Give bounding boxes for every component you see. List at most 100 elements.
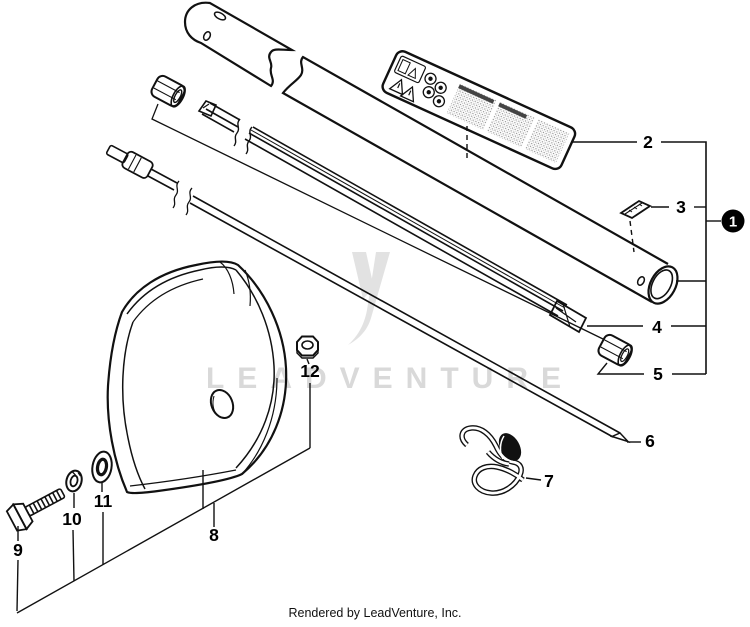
liner-end-spline-marks <box>555 303 577 328</box>
manual-book-icon <box>397 58 411 75</box>
liner-break-squiggle-1 <box>233 118 241 147</box>
lock-washer-split <box>71 471 82 477</box>
callout-7[interactable]: 7 <box>544 471 554 491</box>
exclamation-mark-2 <box>408 90 412 96</box>
prohibition-icon-4 <box>432 95 446 108</box>
small-warning-triangle-icon <box>407 67 416 80</box>
callout-1[interactable]: 1 <box>729 214 737 231</box>
coupler-nut-lower <box>597 333 633 367</box>
fine-print-column-3 <box>524 119 570 164</box>
liner-band-lower <box>244 126 568 317</box>
tube-upper-segment <box>183 1 297 88</box>
flame-right-stroke <box>348 252 390 345</box>
bolt-shank <box>24 488 66 517</box>
hook-wire-front-highlight <box>486 451 510 466</box>
upper-coupler-bore <box>173 89 183 104</box>
shield-group-bracket-diagonal <box>16 447 311 614</box>
callout-11[interactable]: 11 <box>94 491 113 511</box>
nut-lower-facet <box>296 350 319 359</box>
flange-bolt <box>5 488 66 532</box>
liner-band-highlight <box>250 129 566 309</box>
prohibition-glyph-4 <box>436 99 442 104</box>
leader-9-lower <box>16 559 19 612</box>
tube-pin-hole-lower <box>636 276 646 286</box>
hook-disc-highlight <box>499 435 505 460</box>
upper-coupler-body <box>150 74 186 108</box>
tube-hanger-hook <box>459 425 525 496</box>
hook-rubber-disc <box>498 433 522 461</box>
tube-lower-segment <box>281 55 669 303</box>
clip-edge-line <box>624 202 643 215</box>
leader-5-left <box>596 362 644 375</box>
flat-washer <box>91 450 113 484</box>
coupler-nut-upper <box>150 74 186 108</box>
shaft-break-squiggle-2 <box>185 187 193 216</box>
footer-credit: Rendered by LeadVenture, Inc. <box>288 606 461 620</box>
callout-2[interactable]: 2 <box>643 132 653 152</box>
shield-top-flange-line-1 <box>126 266 237 315</box>
liner-band-upper <box>201 102 241 133</box>
tube-end-outer-rim <box>647 265 679 305</box>
warning-label-outline <box>381 50 577 171</box>
callout-12[interactable]: 12 <box>300 361 320 381</box>
assembly-bracket <box>661 141 707 374</box>
liner-tip-facet <box>202 103 210 109</box>
upper-coupler-end-face <box>170 85 186 108</box>
clip-outline <box>619 199 652 220</box>
shaft-break-squiggle-1 <box>172 180 180 209</box>
shaft-ferrule-facets <box>127 154 142 173</box>
shield-right-roll-line-2 <box>241 377 278 475</box>
liner-end-fitting <box>548 299 588 334</box>
lock-washer <box>65 469 83 493</box>
leader-12-upper <box>306 358 310 365</box>
callout-5[interactable]: 5 <box>653 364 663 384</box>
tube-pin-hole-upper <box>202 31 212 41</box>
shield-mount-hole <box>209 388 235 420</box>
prohibition-icon-1 <box>424 72 437 85</box>
callout-labels: 1 2 3 4 5 6 7 8 9 10 11 12 <box>13 132 745 560</box>
shaft-square-tip <box>105 144 129 164</box>
callout-4[interactable]: 4 <box>652 317 662 337</box>
prohibition-glyph-2 <box>438 85 443 90</box>
warning-label-manual-box <box>394 55 426 84</box>
shield-left-rim-line <box>121 321 146 490</box>
prohibition-icon-3 <box>422 86 435 99</box>
shield-hole-shadow-arc <box>212 395 218 416</box>
warning-label <box>381 50 577 171</box>
tube-end-inner-rim <box>650 269 674 300</box>
leader-7 <box>525 477 542 481</box>
label-clip <box>619 199 652 253</box>
callout-6[interactable]: 6 <box>645 431 655 451</box>
shaft-ferrule <box>121 150 154 179</box>
warning-triangle-icon-2 <box>399 85 415 103</box>
shaft-end-fitting <box>105 144 154 179</box>
flexible-drive-shaft <box>105 144 631 444</box>
shield-right-roll-line-1 <box>235 269 275 469</box>
fine-print-column-1 <box>446 83 497 131</box>
watermark: LEADVENTURE <box>206 252 574 395</box>
callout-3[interactable]: 3 <box>676 197 686 217</box>
shield-top-flange-line-2 <box>132 278 204 323</box>
exclamation-mark-1 <box>397 83 401 89</box>
tube-open-end <box>647 265 679 305</box>
clip-dashed-leader <box>629 220 635 253</box>
callout-10[interactable]: 10 <box>62 509 82 529</box>
callout-1-badge[interactable] <box>721 209 745 233</box>
lower-coupler-bore <box>620 348 630 363</box>
watermark-text: LEADVENTURE <box>206 362 574 395</box>
lower-coupler-end-face <box>617 344 633 367</box>
callout-8[interactable]: 8 <box>209 525 219 545</box>
prohibition-glyph-3 <box>426 90 431 95</box>
driveshaft-liner <box>197 100 588 334</box>
fine-print-header-bar-2 <box>498 102 528 119</box>
shield-bottom-edge-line <box>129 469 237 487</box>
bolt-thread-hatching <box>28 489 64 514</box>
shaft-cable-lower <box>189 195 621 438</box>
nut-hex-outline <box>296 335 319 357</box>
lock-washer-outer <box>65 469 83 493</box>
callout-9[interactable]: 9 <box>13 540 23 560</box>
leadventure-flame-icon <box>348 252 390 345</box>
clip-tick-marks <box>628 203 643 213</box>
drive-shaft-housing-tube <box>183 1 679 305</box>
coupler-link-leader <box>151 103 604 340</box>
